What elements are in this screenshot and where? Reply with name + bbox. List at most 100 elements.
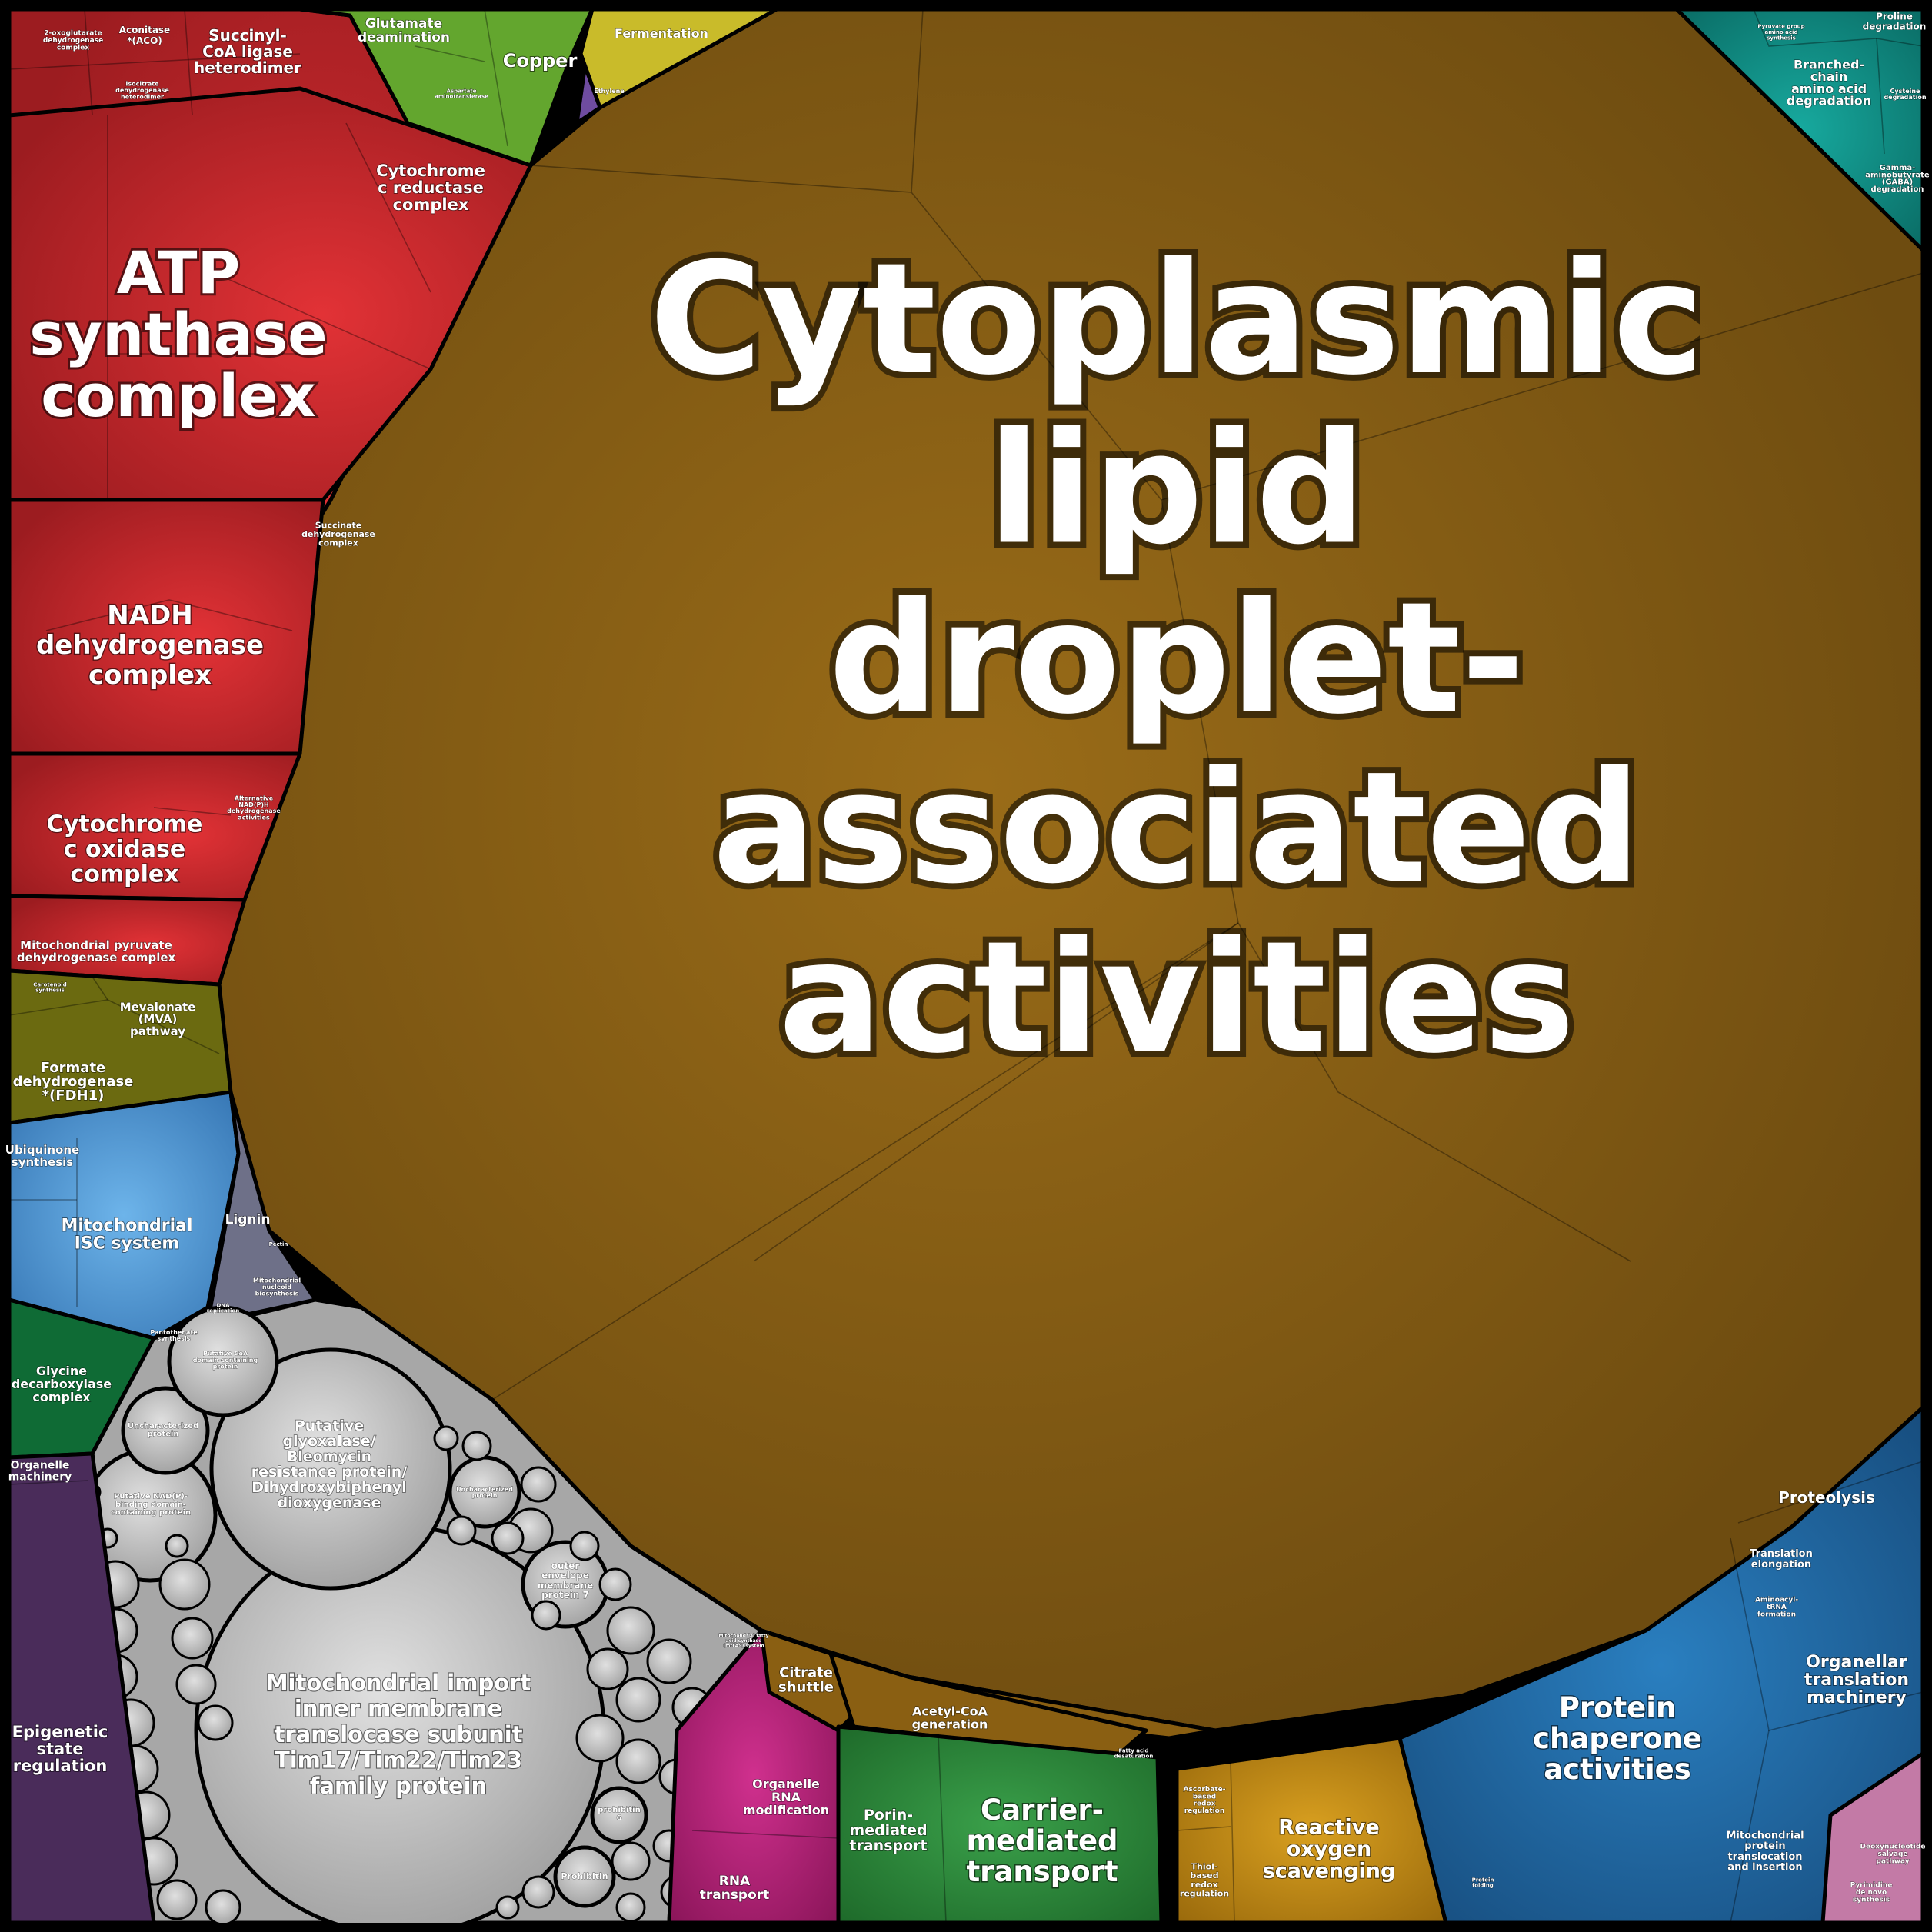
label-line: protein 7: [541, 1589, 589, 1600]
label-line: nucleoid: [262, 1284, 292, 1291]
label-line: scavenging: [1263, 1859, 1396, 1883]
label-line: Uncharacterized: [128, 1422, 198, 1431]
label-line: RNA: [719, 1874, 751, 1889]
label-line: Putative CoA: [203, 1350, 248, 1357]
unknown-bubble: [205, 1889, 242, 1926]
label-line: salvage: [1877, 1850, 1907, 1858]
label-line: Cytochrome: [376, 162, 485, 180]
label-isoprenoid-0: Mevalonate(MVA)pathway: [120, 1000, 196, 1038]
label-line: Cytoplasmic: [649, 230, 1704, 409]
label-ethylene-0: Ethylene: [594, 88, 625, 95]
unknown-bubble: [156, 1879, 198, 1920]
label-line: based: [1193, 1793, 1216, 1800]
label-line: degradation: [1787, 93, 1871, 108]
label-line: RNA: [771, 1790, 801, 1804]
label-line: redox: [1191, 1880, 1217, 1890]
label-line: degradation: [1884, 94, 1926, 101]
label-line: CoA ligase: [202, 42, 293, 61]
label-line: NADH: [107, 600, 192, 631]
label-line: Aspartate: [447, 88, 477, 94]
label-line: activities: [238, 814, 270, 821]
label-line: (MVA): [138, 1012, 178, 1026]
label-line: Prohibitin: [561, 1871, 608, 1881]
label-line: Mitochondrial import: [266, 1670, 531, 1696]
region-ubiquinone: [7, 1090, 241, 1341]
label-line: dehydrogenase: [36, 630, 264, 661]
label-line: protein: [147, 1430, 178, 1438]
label-line: replication: [207, 1308, 239, 1314]
label-line: glyoxalase/: [282, 1433, 375, 1450]
label-line: Ethylene: [594, 88, 625, 95]
label-line: modification: [743, 1802, 829, 1817]
label-line: Isocitrate: [125, 80, 159, 87]
label-line: binding domain-: [115, 1501, 186, 1509]
label-line: droplet-: [828, 569, 1524, 748]
label-line: pathway: [130, 1024, 185, 1038]
label-line: dehydrogenase: [43, 37, 103, 45]
unknown-bubble: [575, 1714, 625, 1763]
label-line: de novo: [1856, 1889, 1887, 1897]
label-line: Succinyl-: [208, 26, 287, 45]
label-lignin-1: Pectin: [269, 1241, 288, 1247]
label-line: and insertion: [1727, 1861, 1802, 1873]
label-line: Glycine: [36, 1364, 87, 1378]
unknown-bubble: [521, 1875, 555, 1909]
unknown-bubble: [175, 1664, 217, 1705]
label-line: complex: [393, 195, 469, 214]
label-line: Copper: [503, 50, 578, 72]
label-line: Ascorbate-: [1184, 1785, 1226, 1793]
label-line: Tim17/Tim22/Tim23: [275, 1747, 522, 1774]
label-line: Putative NAD(P)-: [114, 1493, 188, 1501]
label-line: synthase: [29, 300, 327, 368]
label-line: synthesis: [158, 1335, 191, 1342]
label-line: complex: [70, 861, 178, 888]
unknown-bubble: [531, 1600, 561, 1631]
unknown-bubble: [646, 1638, 692, 1684]
label-line: machinery: [1807, 1688, 1907, 1707]
label-line: protein: [1744, 1840, 1785, 1852]
label-line: Acetyl-CoA: [912, 1704, 988, 1718]
label-line: based: [1190, 1870, 1218, 1880]
label-line: amino acid: [1791, 81, 1867, 95]
label-line: inner membrane: [295, 1695, 502, 1721]
unknown-bubble: [615, 1892, 646, 1923]
label-line: ATP: [117, 238, 240, 307]
label-line: Protein: [1559, 1691, 1677, 1724]
label-line: Aconitase: [119, 25, 170, 35]
label-line: synthesis: [12, 1154, 73, 1168]
label-line: Pyruvate group: [1757, 24, 1804, 30]
label-line: chaperone: [1533, 1722, 1702, 1755]
label-line: ISC system: [75, 1234, 180, 1254]
label-line: transport: [849, 1837, 927, 1854]
label-line: Fermentation: [615, 26, 708, 41]
label-line: Aminoacyl-: [1755, 1596, 1798, 1604]
label-line: lipid: [988, 399, 1366, 578]
label-line: Lignin: [225, 1212, 271, 1227]
transport-subdivision: [938, 1734, 947, 1924]
label-line: Pectin: [269, 1241, 288, 1247]
label-line: acid synthase: [726, 1638, 762, 1644]
label-line: Succinate: [315, 520, 362, 530]
label-line: Gamma-: [1880, 164, 1916, 172]
label-line: complex: [32, 1389, 91, 1404]
cell-uncharacterized-a: [121, 1386, 210, 1475]
